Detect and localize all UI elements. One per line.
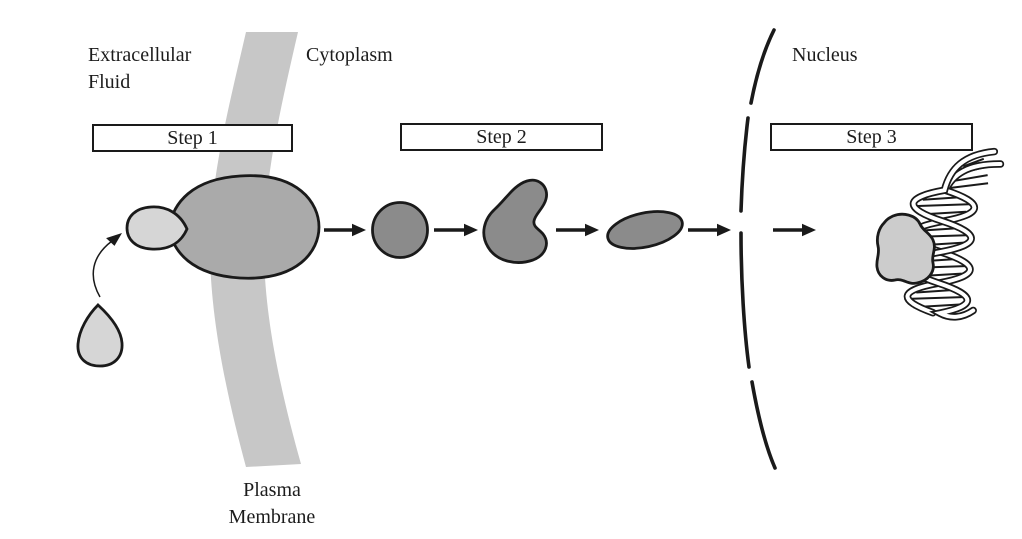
step-2-label: Step 2 bbox=[476, 125, 527, 148]
step-2-box: Step 2 bbox=[400, 123, 603, 151]
flow-arrow-5-icon bbox=[773, 223, 816, 237]
step-3-box: Step 3 bbox=[770, 123, 973, 151]
relay-molecule-oval-icon bbox=[606, 210, 684, 250]
free-signal-molecule-icon bbox=[76, 303, 124, 368]
step-3-label: Step 3 bbox=[846, 125, 897, 148]
plasma-membrane-label: Plasma Membrane bbox=[228, 479, 316, 528]
nucleus-label: Nucleus bbox=[792, 44, 858, 66]
flow-arrow-2-icon bbox=[434, 223, 478, 237]
step-1-box: Step 1 bbox=[92, 124, 293, 152]
extracellular-fluid-label: Extracellular Fluid bbox=[88, 44, 192, 93]
bound-signal-molecule-icon bbox=[125, 205, 189, 251]
receptor-icon bbox=[167, 174, 321, 280]
cytoplasm-label: Cytoplasm bbox=[306, 44, 393, 66]
relay-molecule-kidney-icon bbox=[482, 178, 548, 264]
relay-molecule-circle-icon bbox=[371, 201, 429, 259]
flow-arrow-1-icon bbox=[324, 223, 366, 237]
flow-arrow-4-icon bbox=[688, 223, 731, 237]
step-1-label: Step 1 bbox=[167, 126, 218, 149]
transcription-factor-icon bbox=[875, 212, 936, 285]
flow-arrow-3-icon bbox=[556, 223, 599, 237]
binding-arrow-icon bbox=[92, 233, 122, 298]
nuclear-envelope-icon bbox=[739, 28, 777, 470]
